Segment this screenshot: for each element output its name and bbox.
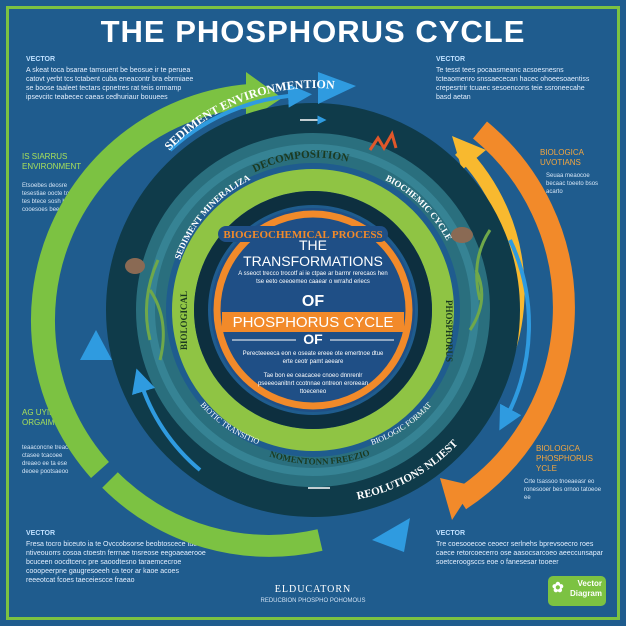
center-line-the: THE: [299, 237, 327, 253]
seaweed-left: [144, 259, 165, 361]
vector-tag-bottom-left: VECTOR: [26, 530, 56, 537]
center-ring-label: BIOGEOCHEMICAL PROCESS: [223, 229, 382, 241]
vector-tag-top-left: VECTOR: [26, 56, 56, 63]
page-title: THE PHOSPHORUS CYCLE: [100, 14, 526, 49]
center-ring-label-bg: [218, 226, 388, 242]
note-top-right: Te tesst tees pocaasmeanc acsoesnesns tc…: [436, 67, 590, 101]
side-label-left-bottom: AG UYING ORGAIMS: [22, 408, 62, 427]
orange-arc-right: [453, 121, 575, 510]
note-bottom-left: Fresa tocro biceuto ia te Ovccobsorse be…: [26, 541, 206, 584]
leaf-icon: ✿: [552, 579, 564, 595]
coral-top: [368, 130, 398, 151]
side-blurb-right-top: Seuaa meaocoe becaac toeeto bsos acarto: [546, 173, 599, 195]
vector-tag-top-right: VECTOR: [436, 56, 466, 63]
side-blurb-right-bottom: Crte tsassoo tnoeaeasr eo ronesooer bes …: [524, 479, 602, 501]
blue-arrow-left: [80, 330, 112, 360]
side-blurb-left-bottom: teaaconcne treacooe ctasee tcacoee dreae…: [22, 445, 79, 475]
vector-diagram-logo: ✿ Vector Diagram: [548, 576, 606, 606]
ring-label-left-vertical: BIOLOGICAL: [179, 291, 189, 350]
center-banner: [222, 312, 404, 332]
outer-green-arc-bottom: [102, 472, 323, 557]
inner-green-ring: [172, 169, 454, 451]
vector-tag-bottom-right: VECTOR: [436, 530, 466, 537]
side-blurb-left-top: Etsoebes deosre tesestiae oocte tor tes …: [22, 183, 72, 213]
blue-arrow-top-right: [318, 72, 356, 104]
side-label-left-top: IS SIARRUS ENVIRONMENT: [22, 152, 82, 171]
note-top-left: A skeat toca bsarae tamsuent be beosue i…: [26, 67, 194, 101]
center-banner-text: PHOSPHORUS CYCLE: [233, 314, 394, 331]
logo-line-1: Vector: [577, 579, 602, 588]
blue-arrow-right-arc: [499, 239, 531, 431]
center-text-upper: A sseoct trecco trocotf ai ie ctpae ar b…: [238, 271, 388, 285]
outer-green-arrowhead-top: [246, 72, 282, 122]
blue-arrow-inner-left: [132, 368, 202, 472]
logo-line-2: Diagram: [569, 589, 602, 598]
footer-title: ELDUCATORN: [274, 584, 352, 595]
rock-right: [451, 227, 473, 243]
center-line-of-lower: OF: [303, 331, 323, 347]
center-line-of-upper: OF: [302, 293, 324, 310]
blue-arrow-top-arc: [168, 83, 312, 152]
center-line-transformations: TRANSFORMATIONS: [243, 253, 383, 269]
center-text-lower2: Tae bon ee ceacacee cnoeo dnnrenlr pseee…: [257, 373, 369, 395]
green-border-frame: [6, 6, 620, 620]
note-bottom-right: Tre coesooecoe ceoecr serlnehs bprevsoec…: [436, 541, 603, 566]
side-label-right-top: BIOLOGICA UVOTIANS: [540, 148, 584, 167]
rock-left: [125, 258, 145, 274]
yellow-arrowhead-top: [452, 136, 486, 170]
ring-label-right-vertical: PHOSPHORUS: [444, 300, 454, 362]
seaweed-right: [468, 229, 492, 331]
orange-arrowhead-bottom: [440, 478, 474, 520]
outer-green-arc-left: [30, 84, 251, 478]
inner-dark-band: [194, 191, 432, 429]
side-label-right-bottom: BIOLOGICA PHOSPHORUS YCLE: [536, 444, 593, 473]
center-orange-ring: [213, 210, 413, 410]
center-disc: [211, 208, 415, 412]
footer-subtitle: REDUCBION PHOSPHO POHOMOUS: [260, 598, 366, 604]
blue-arrow-bottom-right: [372, 518, 410, 552]
water-ring-light: [147, 144, 479, 476]
center-text-lower1: Perecteeeeca eon e oseate ereee ote emer…: [242, 351, 384, 365]
